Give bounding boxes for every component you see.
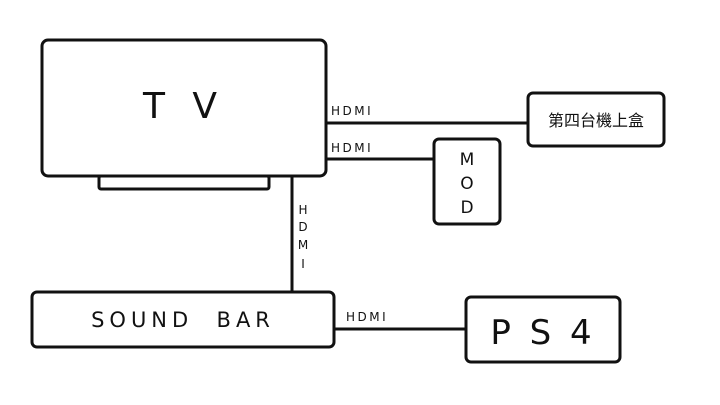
mod-device: M O D — [432, 137, 502, 226]
ps4-device: P S 4 — [464, 295, 622, 364]
ps4-box — [464, 295, 622, 364]
tv-stand — [97, 174, 271, 191]
hdmi-vertical-letter-i: I — [301, 257, 305, 271]
set-top-box-device: 第四台機上盒 — [526, 91, 666, 148]
hdmi-label-soundbar: HDMI — [346, 310, 388, 324]
mod-box — [432, 137, 502, 226]
set-top-box-box — [526, 91, 666, 148]
hdmi-vertical-letter-d: D — [298, 220, 307, 234]
mod-letter-2: O — [460, 174, 473, 194]
hdmi-label-vertical: H D M I — [298, 203, 308, 271]
tv-device: T V — [40, 38, 328, 191]
mod-letter-3: D — [460, 198, 473, 218]
hdmi-vertical-letter-m: M — [298, 238, 308, 252]
soundbar-label: SOUND BAR — [91, 308, 275, 332]
tv-label: T V — [142, 86, 225, 127]
set-top-box-label: 第四台機上盒 — [548, 111, 644, 130]
hdmi-label-set-top-box: HDMI — [331, 104, 373, 118]
hdmi-vertical-letter-h: H — [298, 203, 307, 217]
soundbar-box — [30, 290, 336, 349]
hdmi-label-mod: HDMI — [331, 141, 373, 155]
ps4-label: P S 4 — [490, 313, 595, 353]
soundbar-device: SOUND BAR — [30, 290, 336, 349]
mod-letter-1: M — [460, 150, 475, 170]
